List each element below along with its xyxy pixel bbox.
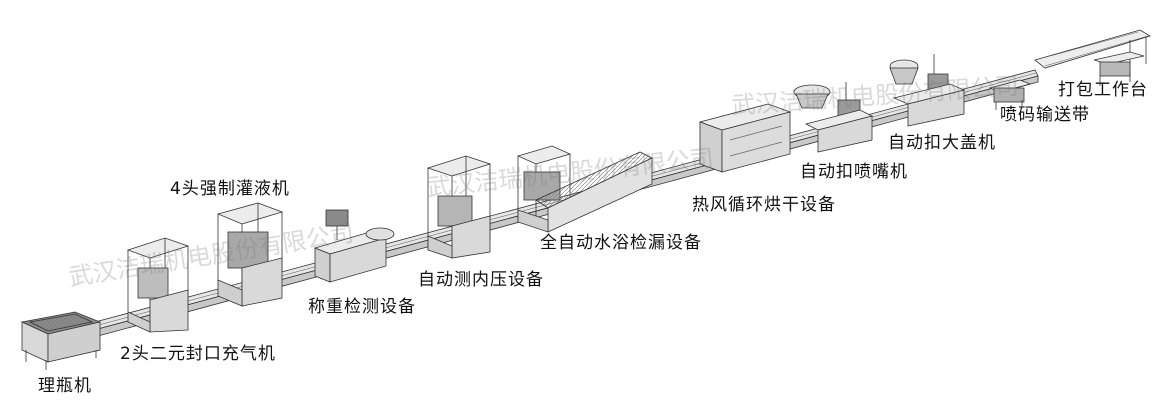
sealing-machine: [126, 237, 190, 333]
packing-table-machine: [1093, 51, 1145, 86]
label-weighing-checker: 称重检测设备: [308, 297, 416, 317]
inkjet-conveyor-machine: [988, 79, 1032, 110]
pressure-tester-machine: [426, 155, 492, 259]
label-big-cap-capper: 自动扣大盖机: [888, 133, 996, 153]
label-hot-air-dryer: 热风循环烘干设备: [692, 195, 836, 215]
label-water-bath-leak-tester: 全自动水浴检漏设备: [540, 233, 702, 253]
weighing-checker-machine: [313, 209, 395, 283]
big-cap-capper-machine: [889, 54, 966, 127]
hot-air-dryer-machine: [698, 103, 792, 173]
water-bath-leak-tester-machine: [516, 145, 653, 233]
label-sealing-machine: 2头二元封口充气机: [120, 344, 276, 364]
label-nozzle-capper: 自动扣喷嘴机: [800, 162, 908, 182]
label-pressure-tester: 自动测内压设备: [418, 270, 544, 290]
label-bottle-unscrambler: 理瓶机: [38, 376, 92, 396]
end-conveyor: [1034, 29, 1151, 70]
bottle-unscrambler-machine: [20, 311, 102, 370]
nozzle-capper-machine: [793, 82, 874, 153]
filling-machine: [216, 202, 284, 307]
label-packing-table: 打包工作台: [1058, 80, 1148, 100]
label-inkjet-conveyor: 喷码输送带: [1000, 105, 1090, 125]
label-filling-machine: 4头强制灌液机: [170, 179, 290, 199]
